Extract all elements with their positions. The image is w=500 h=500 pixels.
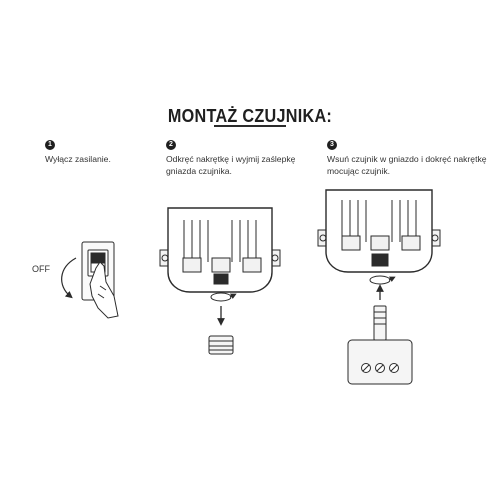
step-3-line-1: Wsuń czujnik w gniazdo i dokręć nakrętkę [327,154,487,164]
step-3-text: Wsuń czujnik w gniazdo i dokręć nakrętkę… [327,153,487,177]
step-2-number: 2 [166,140,176,150]
motion-sensor-icon [347,305,413,385]
step-1-line-1: Wyłącz zasilanie. [45,154,111,164]
title-underline [214,125,286,127]
step-1-text: Wyłącz zasilanie. [45,153,111,165]
step-3-line-2: mocując czujnik. [327,166,391,176]
step-2-line-2: gniazda czujnika. [166,166,232,176]
page-title: MONTAŻ CZUJNIKA: [167,106,333,126]
off-label: OFF [32,264,50,274]
socket-cap-icon [208,335,234,355]
step-2-text: Odkręć nakrętkę i wyjmij zaślepkę gniazd… [166,153,295,177]
step-1-number: 1 [45,140,55,150]
step-2-line-1: Odkręć nakrętkę i wyjmij zaślepkę [166,154,296,164]
step-3-number: 3 [327,140,337,150]
floodlight-step3 [317,189,441,300]
floodlight-step2 [159,207,281,326]
hand-icon [89,261,119,319]
